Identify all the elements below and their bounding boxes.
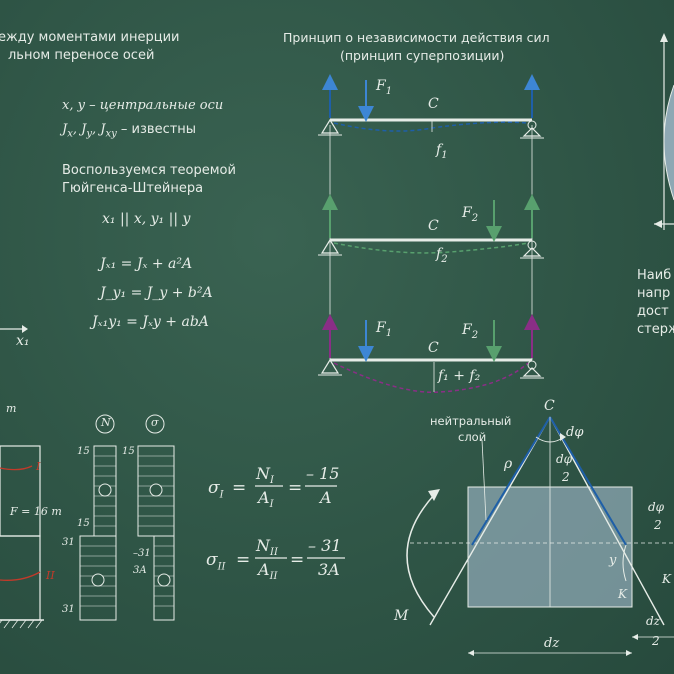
m-label: m <box>6 402 17 415</box>
dphi-half-num-right: dφ <box>648 500 665 514</box>
known-moments-text: Jx, Jy, Jxy – известны <box>62 122 197 140</box>
section-II-label: II <box>46 569 55 582</box>
steiner-formula-y: J_y₁ = J_y + b²A <box>100 285 213 301</box>
theorem-line2: Гюйгенса-Штейнера <box>62 181 204 196</box>
eq-4: = <box>290 550 305 570</box>
point-C-label-1: C <box>428 96 439 112</box>
right-edge-section <box>654 33 674 230</box>
superposition-diagram <box>318 74 544 394</box>
moment-M-label: M <box>394 608 409 624</box>
theorem-line1: Воспользуемся теоремой <box>62 163 236 178</box>
N-I: NI <box>256 464 274 487</box>
K-label: K <box>618 587 627 601</box>
N-II: NII <box>256 536 278 559</box>
dz-half-den: 2 <box>652 634 660 648</box>
K-label-right: K <box>662 572 671 586</box>
section-I-label: I <box>36 460 41 473</box>
value1-denominator: A <box>320 488 332 507</box>
value2-numerator: – 31 <box>308 536 342 555</box>
central-axes-text: x, y – центральные оси <box>62 98 224 113</box>
deflection-sum-label: f₁ + f₂ <box>438 368 481 384</box>
bar-diagram <box>0 414 175 629</box>
point-C-label-3: C <box>428 340 439 356</box>
dphi-label: dφ <box>566 425 584 440</box>
right-text-line3: дост <box>637 304 669 319</box>
neutral-layer-line1: нейтральный <box>430 414 512 428</box>
parallel-axes-formula: x₁ || x, y₁ || y <box>102 211 191 227</box>
A-I: AI <box>258 488 274 511</box>
dphi-half-den-right: 2 <box>654 518 662 532</box>
moment-title-line2: льном переносе осей <box>8 48 155 63</box>
dz-half-num: dz <box>646 614 661 628</box>
A-II: AII <box>258 560 278 583</box>
N-value-31-bottom: 31 <box>62 604 75 615</box>
beam-2 <box>318 194 544 259</box>
N-value-31-top: 31 <box>62 537 75 548</box>
N-value-15-top: 15 <box>77 446 90 457</box>
N-circle-label: N <box>101 416 111 429</box>
superposition-title-line2: (принцип суперпозиции) <box>340 48 505 63</box>
superposition-title-line1: Принцип о независимости действия сил <box>283 30 550 45</box>
steiner-formula-x: Jₓ₁ = Jₓ + a²A <box>100 256 193 272</box>
right-text-line2: напр <box>637 286 671 301</box>
beam-3 <box>318 314 544 394</box>
beam-1 <box>318 74 544 139</box>
N-value-15-bottom: 15 <box>77 518 90 529</box>
bending-diagram <box>406 416 674 656</box>
force-F2-label-1: F2 <box>462 205 479 224</box>
dphi-half-num: dφ <box>556 452 573 466</box>
steiner-formula-xy: Jₓ₁y₁ = Jₓy + abA <box>92 314 209 330</box>
neutral-layer-line2: слой <box>458 430 487 444</box>
force-F2-label-2: F2 <box>462 322 479 341</box>
point-C-label-2: C <box>428 218 439 234</box>
y-label: y <box>609 553 617 568</box>
sigma-I: σI <box>208 478 224 501</box>
value2-denominator: 3A <box>318 560 340 579</box>
sigma-value-num: –31 <box>133 548 151 559</box>
deflection-f2-label: f2 <box>436 246 448 265</box>
bending-C-label: C <box>544 398 555 414</box>
dphi-half-den: 2 <box>562 470 570 484</box>
right-text-line4: стерж <box>637 322 674 337</box>
force-F-label: F = 16 m <box>10 505 62 518</box>
deflection-f1-label: f1 <box>436 142 448 161</box>
stress-formulas <box>255 485 345 559</box>
force-F1-label-1: F1 <box>376 78 393 97</box>
sigma-II: σII <box>206 550 226 573</box>
sigma-circle-label: σ <box>151 416 159 429</box>
eq-1: = <box>232 478 247 498</box>
moment-title-line1: ежду моментами инерции <box>0 30 180 45</box>
rho-label: ρ <box>504 456 513 472</box>
force-F1-label-2: F1 <box>376 320 393 339</box>
x1-axis-label: x₁ <box>16 333 30 349</box>
eq-2: = <box>288 478 303 498</box>
eq-3: = <box>236 550 251 570</box>
dz-label: dz <box>544 636 560 651</box>
value1-numerator: – 15 <box>306 464 340 483</box>
right-text-line1: Наиб <box>637 268 672 283</box>
sigma-value-den: 3A <box>133 565 147 576</box>
x1-axis-arrow <box>0 325 28 333</box>
sigma-value-15-top: 15 <box>122 446 135 457</box>
